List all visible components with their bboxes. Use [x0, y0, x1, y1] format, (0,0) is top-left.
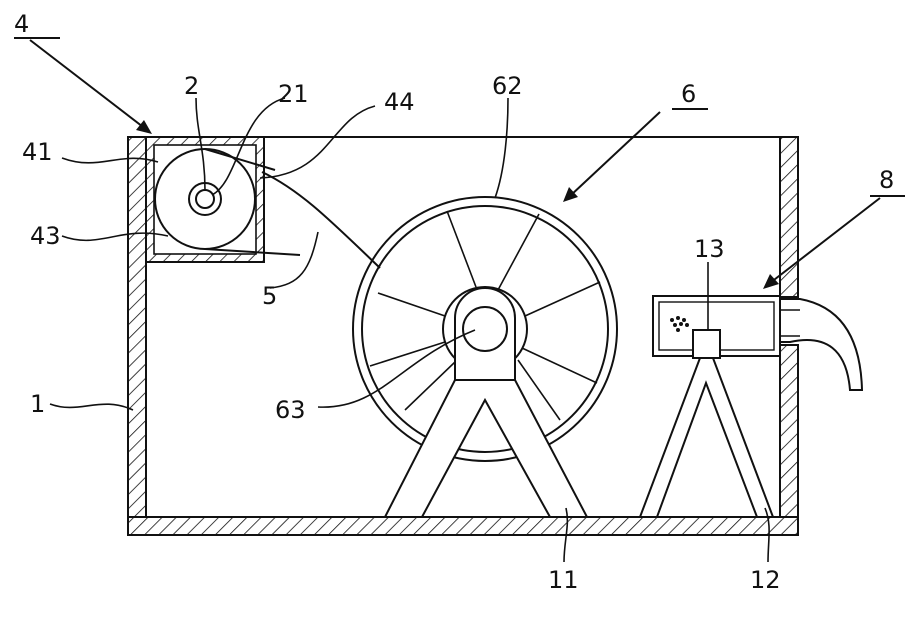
bracket-11: [385, 288, 587, 517]
arrow-6: [563, 187, 578, 202]
label-63: 63: [275, 396, 306, 424]
label-13: 13: [694, 235, 725, 263]
motor-box-4: [146, 137, 264, 262]
label-41: 41: [22, 138, 53, 166]
arrow-8: [763, 274, 779, 289]
stand-12: [640, 330, 773, 517]
label-11: 11: [548, 566, 579, 594]
label-44: 44: [384, 88, 415, 116]
label-4: 4: [14, 10, 29, 38]
label-43: 43: [30, 222, 61, 250]
label-62: 62: [492, 72, 523, 100]
arrow-4: [136, 120, 152, 134]
collector-8: [653, 296, 862, 390]
label-5: 5: [262, 282, 277, 310]
label-1: 1: [30, 390, 45, 418]
label-8: 8: [879, 166, 894, 194]
label-21: 21: [278, 80, 309, 108]
label-6: 6: [681, 80, 696, 108]
label-12: 12: [750, 566, 781, 594]
label-2: 2: [184, 72, 199, 100]
